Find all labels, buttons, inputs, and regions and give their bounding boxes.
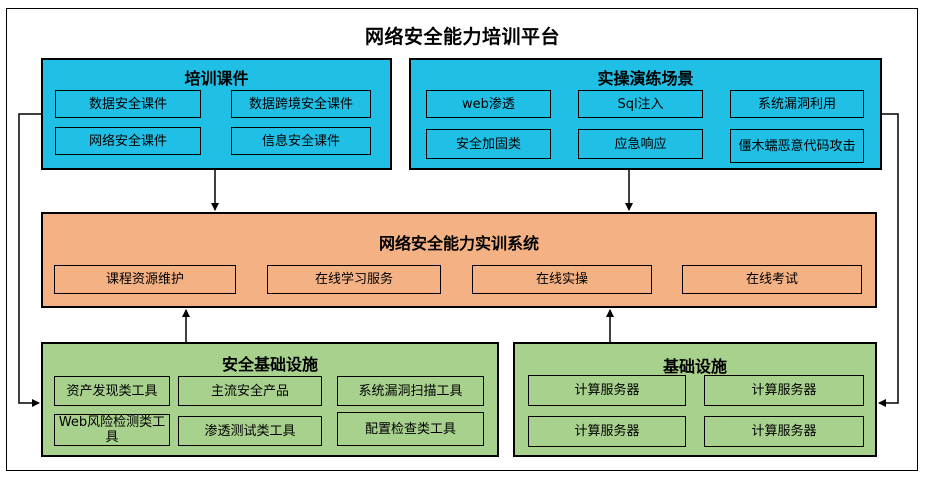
compute-server: 计算服务器 [528, 375, 686, 406]
infra-vuln-scanner: 系统漏洞扫描工具 [337, 376, 484, 406]
course-info-security: 信息安全课件 [231, 127, 371, 155]
scene-vuln-exploit: 系统漏洞利用 [730, 90, 864, 118]
scene-web-penetration: web渗透 [426, 90, 551, 118]
infra-penetration-testing: 渗透测试类工具 [178, 416, 322, 446]
scene-malware-attack: 僵木蠕恶意代码攻击 [730, 129, 864, 163]
infra-asset-discovery: 资产发现类工具 [54, 376, 170, 406]
compute-server: 计算服务器 [528, 416, 686, 447]
scene-emergency-response: 应急响应 [578, 129, 703, 159]
system-course-maintenance: 课程资源维护 [54, 265, 236, 294]
infra-config-check: 配置检查类工具 [337, 412, 484, 446]
infra-web-risk-detection: Web风险检测类工具 [54, 414, 170, 446]
course-network-security: 网络安全课件 [55, 127, 201, 155]
system-online-exam: 在线考试 [682, 265, 862, 294]
compute-server: 计算服务器 [704, 416, 864, 447]
course-data-crossborder: 数据跨境安全课件 [231, 90, 371, 118]
practice-scenes-title: 实操演练场景 [597, 69, 694, 88]
security-infra-title: 安全基础设施 [221, 355, 318, 374]
compute-server: 计算服务器 [704, 375, 864, 406]
course-data-security: 数据安全课件 [55, 90, 201, 118]
scene-hardening: 安全加固类 [426, 129, 551, 159]
infra-security-products: 主流安全产品 [178, 376, 322, 406]
scene-sql-injection: Sql注入 [578, 90, 703, 118]
system-online-learning: 在线学习服务 [267, 265, 441, 294]
system-online-practice: 在线实操 [472, 265, 652, 294]
training-system-title: 网络安全能力实训系统 [378, 234, 539, 253]
training-courses-title: 培训课件 [184, 69, 249, 88]
platform-title: 网络安全能力培训平台 [364, 26, 560, 48]
basic-infra-title: 基础设施 [662, 357, 727, 376]
